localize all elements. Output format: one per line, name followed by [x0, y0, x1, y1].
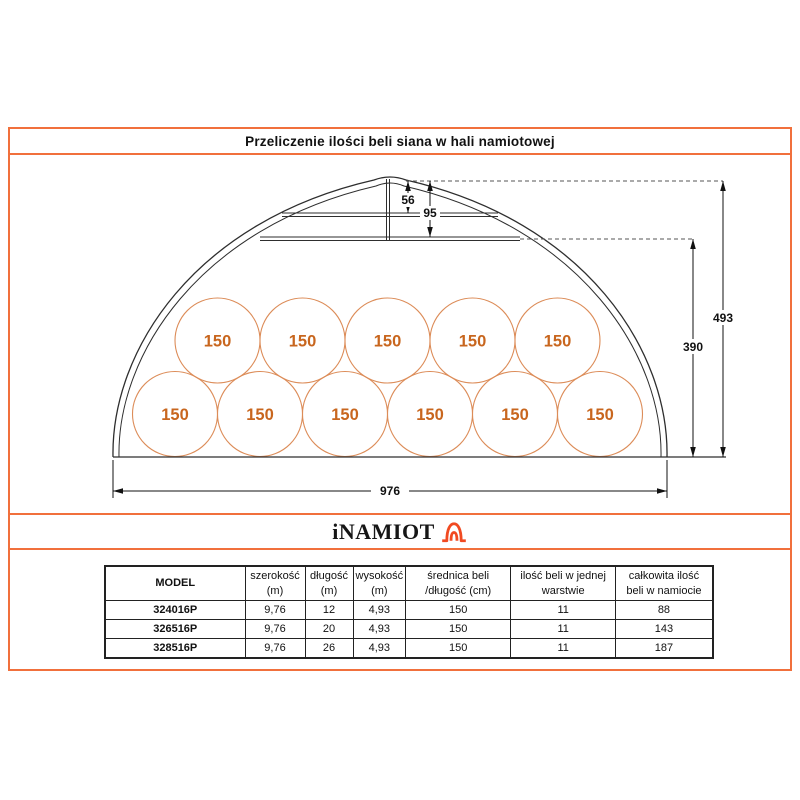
value-cell: 9,76 — [244, 600, 306, 620]
hay-bale: 150 — [344, 297, 431, 384]
hay-bale: 150 — [131, 370, 219, 458]
dim-976-label: 976 — [380, 484, 400, 498]
brand-bar: iNAMIOT — [10, 515, 790, 550]
page-title: Przeliczenie ilości beli siana w hali na… — [245, 133, 555, 149]
value-cell: 20 — [304, 619, 354, 639]
hay-bale: 150 — [301, 370, 389, 458]
dim-493-label: 493 — [713, 311, 733, 325]
hay-bale: 150 — [471, 370, 559, 458]
value-cell: 11 — [510, 600, 617, 620]
column-header: MODEL — [104, 565, 246, 601]
hay-bale: 150 — [216, 370, 304, 458]
value-cell: 88 — [615, 600, 714, 620]
hay-bale: 150 — [174, 297, 261, 384]
ridge-frame — [260, 179, 520, 241]
hay-bale: 150 — [386, 370, 474, 458]
column-header: długość(m) — [304, 565, 354, 601]
dim-56-label: 56 — [401, 193, 415, 207]
value-cell: 11 — [510, 638, 617, 659]
column-header: średnica beli/długość (cm) — [405, 565, 512, 601]
value-cell: 12 — [304, 600, 354, 620]
bale-diameter-label: 150 — [416, 406, 444, 424]
bale-diameter-label: 150 — [586, 406, 614, 424]
sheet: Przeliczenie ilości beli siana w hali na… — [8, 127, 792, 671]
tent-arch-icon — [441, 521, 466, 542]
bale-diameter-label: 150 — [544, 333, 572, 351]
title-bar: Przeliczenie ilości beli siana w hali na… — [10, 129, 790, 155]
diagram-section: 150 150 150 150 150 150 150 150 150 150 150 — [10, 155, 790, 515]
value-cell: 150 — [405, 600, 512, 620]
bale-diameter-label: 150 — [204, 333, 232, 351]
value-cell: 9,76 — [244, 619, 306, 639]
model-cell: 326516P — [104, 619, 246, 639]
bale-diameter-label: 150 — [289, 333, 317, 351]
bales-layer: 150 150 150 150 150 150 150 150 150 150 150 — [131, 297, 644, 458]
column-header: szerokość(m) — [244, 565, 306, 601]
model-cell: 324016P — [104, 600, 246, 620]
bale-diameter-label: 150 — [459, 333, 487, 351]
bale-diameter-label: 150 — [161, 406, 189, 424]
value-cell: 143 — [615, 619, 714, 639]
column-header: wysokość(m) — [352, 565, 407, 601]
hay-bale: 150 — [259, 297, 346, 384]
bale-diameter-label: 150 — [331, 406, 359, 424]
value-cell: 11 — [510, 619, 617, 639]
projection-lines — [406, 180, 723, 240]
value-cell: 9,76 — [244, 638, 306, 659]
bale-diameter-label: 150 — [246, 406, 274, 424]
value-cell: 4,93 — [352, 600, 407, 620]
value-cell: 4,93 — [352, 619, 407, 639]
value-cell: 150 — [405, 619, 512, 639]
model-cell: 328516P — [104, 638, 246, 659]
bale-diameter-label: 150 — [501, 406, 529, 424]
value-cell: 150 — [405, 638, 512, 659]
brand-logo-text: iNAMIOT — [332, 518, 435, 544]
hay-bale: 150 — [556, 370, 644, 458]
tent-cross-section-diagram: 150 150 150 150 150 150 150 150 150 150 150 — [112, 176, 738, 498]
dim-95-label: 95 — [423, 206, 437, 220]
hay-bale: 150 — [429, 297, 516, 384]
value-cell: 4,93 — [352, 638, 407, 659]
bale-diameter-label: 150 — [374, 333, 402, 351]
value-cell: 187 — [615, 638, 714, 659]
hay-bale: 150 — [514, 297, 601, 384]
dim-390-label: 390 — [683, 340, 703, 354]
value-cell: 26 — [304, 638, 354, 659]
dimension-labels: 56 95 493 390 976 — [371, 193, 738, 498]
